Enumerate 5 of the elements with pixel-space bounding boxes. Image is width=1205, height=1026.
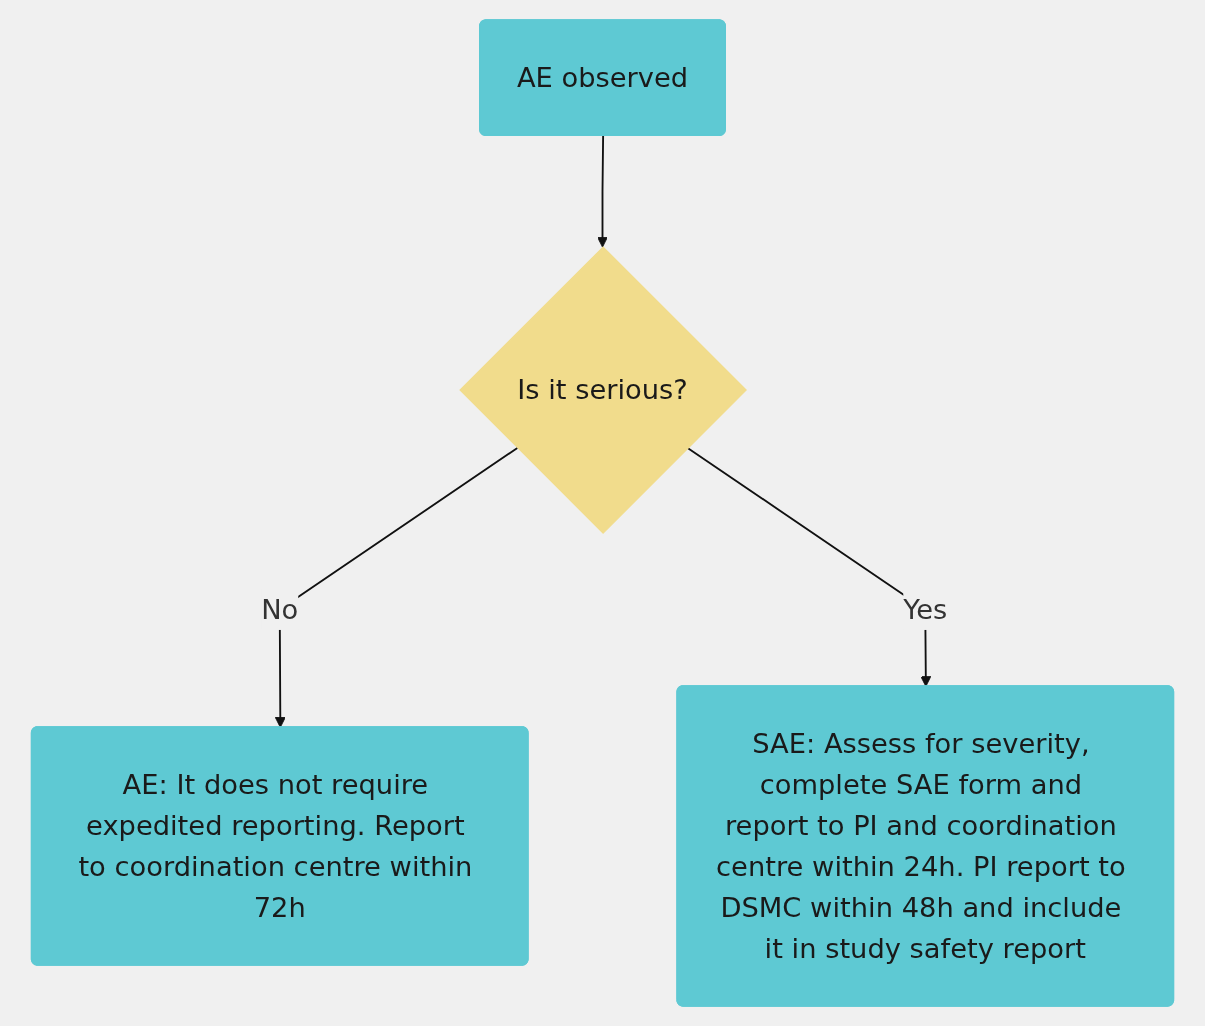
- node-diamond: Is it serious?: [459, 246, 747, 534]
- arrow: [274, 447, 519, 728]
- edge-label: No: [261, 593, 299, 625]
- arrow: [597, 135, 608, 248]
- edge-label: Yes: [903, 593, 948, 625]
